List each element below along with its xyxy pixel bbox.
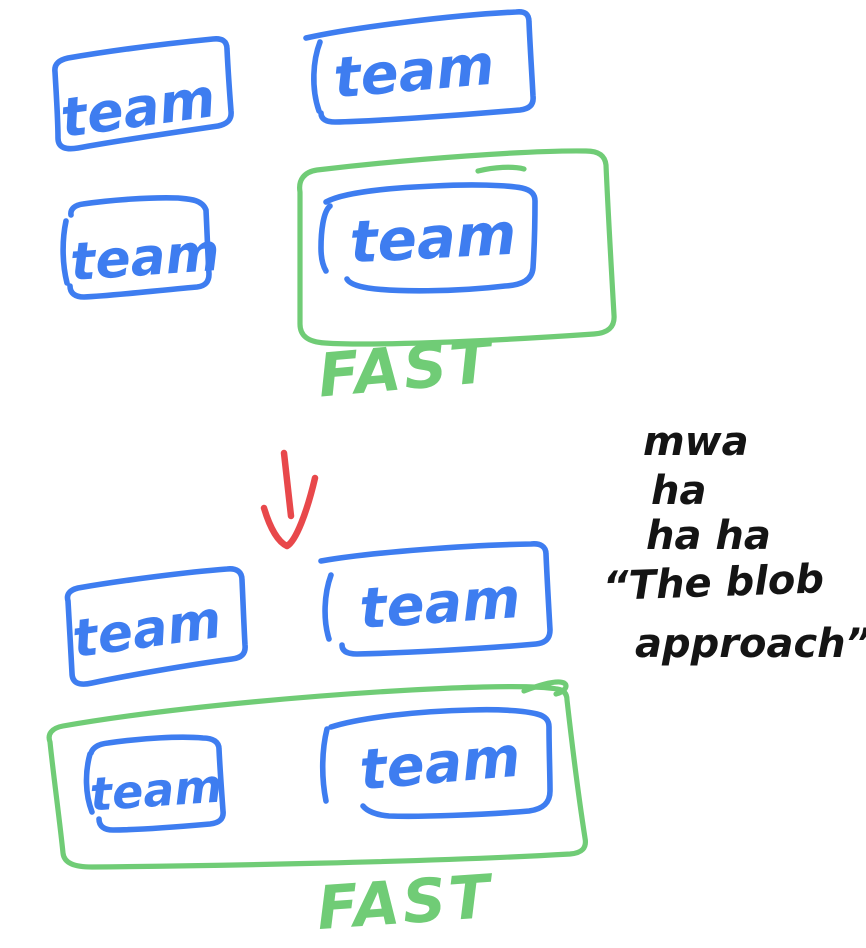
team-box-left-edge	[318, 203, 333, 274]
team-label: team	[68, 223, 221, 293]
team-label: team	[88, 758, 224, 821]
annotation-text-block: mwa ha ha ha “The blob approach”	[602, 419, 866, 667]
team-box-bottom-right: team	[318, 541, 553, 657]
team-box-outline	[64, 566, 248, 687]
team-box-left-edge	[60, 218, 70, 286]
fast-container-overdraw-stroke	[521, 679, 569, 697]
fast-label: FAST	[315, 862, 496, 944]
team-label: team	[331, 33, 497, 112]
team-label: team	[69, 590, 225, 670]
annotation-line: “The blob	[602, 556, 825, 610]
fast-label: FAST	[315, 326, 497, 411]
team-box-left-edge	[83, 751, 95, 815]
arrow-head	[260, 474, 319, 550]
team-box-outline	[52, 36, 234, 152]
team-box-mid-left: team	[60, 195, 222, 300]
team-label: team	[357, 566, 522, 642]
team-box-in-fast-bottom-right: team	[319, 706, 553, 820]
after-state-group: team team team team	[46, 541, 589, 944]
team-box-outline	[67, 195, 212, 300]
team-box-bottom-left: team	[64, 566, 248, 687]
before-state-group: team team team team FAST	[52, 9, 617, 412]
team-box-outline	[303, 9, 536, 125]
team-box-left-edge	[311, 39, 323, 114]
team-box-in-fast-bottom-left: team	[83, 734, 226, 833]
fast-container-bottom: team team FAST	[46, 679, 589, 944]
team-box-in-fast-top: team	[318, 182, 538, 294]
annotation-line: approach”	[635, 621, 866, 667]
team-box-outline	[328, 706, 553, 820]
fast-container-outline	[46, 684, 589, 870]
team-label: team	[357, 725, 523, 804]
annotation-line: ha ha	[646, 513, 771, 559]
team-box-outline	[318, 541, 553, 657]
fast-container-overdraw-stroke	[475, 164, 527, 174]
team-label: team	[348, 200, 518, 277]
team-box-left-edge	[322, 572, 334, 642]
arrow-shaft	[280, 449, 295, 520]
team-box-top-left: team	[52, 36, 234, 152]
team-box-left-edge	[319, 726, 330, 804]
down-arrow-icon	[260, 449, 319, 550]
team-box-outline	[88, 734, 226, 833]
team-box-top-right: team	[303, 9, 536, 125]
annotation-line: ha	[651, 468, 706, 514]
fast-container-top: team FAST	[297, 148, 617, 412]
fast-container-outline	[297, 148, 617, 347]
team-box-outline	[323, 182, 538, 294]
annotation-line: mwa	[643, 419, 749, 465]
team-label: team	[57, 66, 219, 150]
